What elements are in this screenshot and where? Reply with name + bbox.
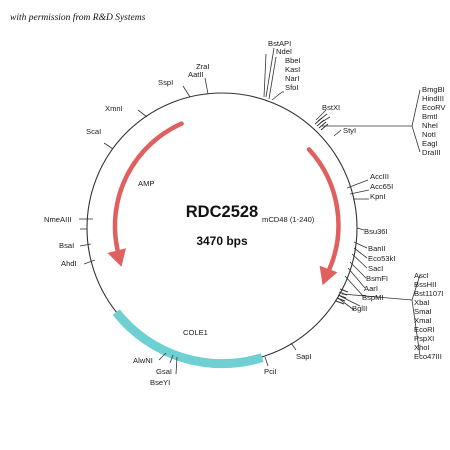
site-label: NarI <box>285 74 299 83</box>
cole1-feature-arc <box>112 309 264 369</box>
site-label: NotI <box>422 130 436 139</box>
site-label: NdeI <box>276 47 292 56</box>
site-label: PspXI <box>414 334 434 343</box>
site-label: AarI <box>364 284 378 293</box>
site-label: EagI <box>422 139 438 148</box>
site-label: EcoRV <box>422 103 446 112</box>
site-label: AscI <box>414 271 429 280</box>
amp-label: AMP <box>138 179 154 188</box>
site-label: SacI <box>368 264 383 273</box>
site-group-2: AscI BssHII Bst1107I XbaI SmaI XmaI EcoR… <box>414 271 443 361</box>
site-label: Bsu36I <box>364 227 388 236</box>
site-label: BanII <box>368 244 386 253</box>
site-label: AatII <box>188 70 204 79</box>
site-label: SapI <box>296 352 312 361</box>
site-label: BmtI <box>422 112 438 121</box>
site-label: BsaI <box>59 241 74 250</box>
site-label: BstXI <box>322 103 340 112</box>
site-label: BbeI <box>285 56 301 65</box>
site-label: BseYI <box>150 378 170 387</box>
site-label: BssHII <box>414 280 436 289</box>
site-label: HindIII <box>422 94 444 103</box>
site-label: AlwNI <box>133 356 153 365</box>
site-label: AhdI <box>61 259 77 268</box>
site-label: NheI <box>422 121 438 130</box>
site-label: BmgBI <box>422 85 445 94</box>
site-label: PciI <box>264 367 277 376</box>
site-label: DraIII <box>422 148 441 157</box>
site-label: BglII <box>352 304 367 313</box>
site-label: SspI <box>158 78 173 87</box>
site-label: XmnI <box>105 104 123 113</box>
site-label: GsaI <box>156 367 172 376</box>
site-label: SmaI <box>414 307 432 316</box>
site-label: BsmFI <box>366 274 388 283</box>
amp-arrow-shaft <box>112 121 184 253</box>
site-label: SfoI <box>285 83 299 92</box>
plasmid-size: 3470 bps <box>196 234 248 248</box>
plasmid-name: RDC2528 <box>186 203 258 221</box>
site-label: Eco53kI <box>368 254 395 263</box>
site-label: StyI <box>343 126 356 135</box>
site-label: Acc65I <box>370 182 393 191</box>
site-label: XmaI <box>414 316 432 325</box>
site-label: BstAPI <box>268 39 291 48</box>
insert-arrow-head <box>319 265 338 286</box>
cole1-label: COLE1 <box>183 328 208 337</box>
site-label: Bst1107I <box>414 289 443 298</box>
site-group-1: BmgBI HindIII EcoRV BmtI NheI NotI EagI … <box>422 85 446 157</box>
insert-arrow-shaft <box>306 147 341 273</box>
site-label: KpnI <box>370 192 386 201</box>
site-label: BspMI <box>362 293 384 302</box>
site-tick-clusters <box>314 117 349 305</box>
site-label: NmeAIII <box>44 215 71 224</box>
site-label: ZraI <box>196 62 210 71</box>
site-label: AccIII <box>370 172 389 181</box>
credit-text: with permission from R&D Systems <box>10 12 146 23</box>
site-label: ScaI <box>86 127 101 136</box>
amp-arrow-head <box>107 248 126 267</box>
site-label: KasI <box>285 65 300 74</box>
insert-label: mCD48 (1-240) <box>262 215 315 224</box>
site-label: EcoRI <box>414 325 435 334</box>
site-label: Eco47III <box>414 352 442 361</box>
site-label: XhoI <box>414 343 430 352</box>
site-label: XbaI <box>414 298 430 307</box>
